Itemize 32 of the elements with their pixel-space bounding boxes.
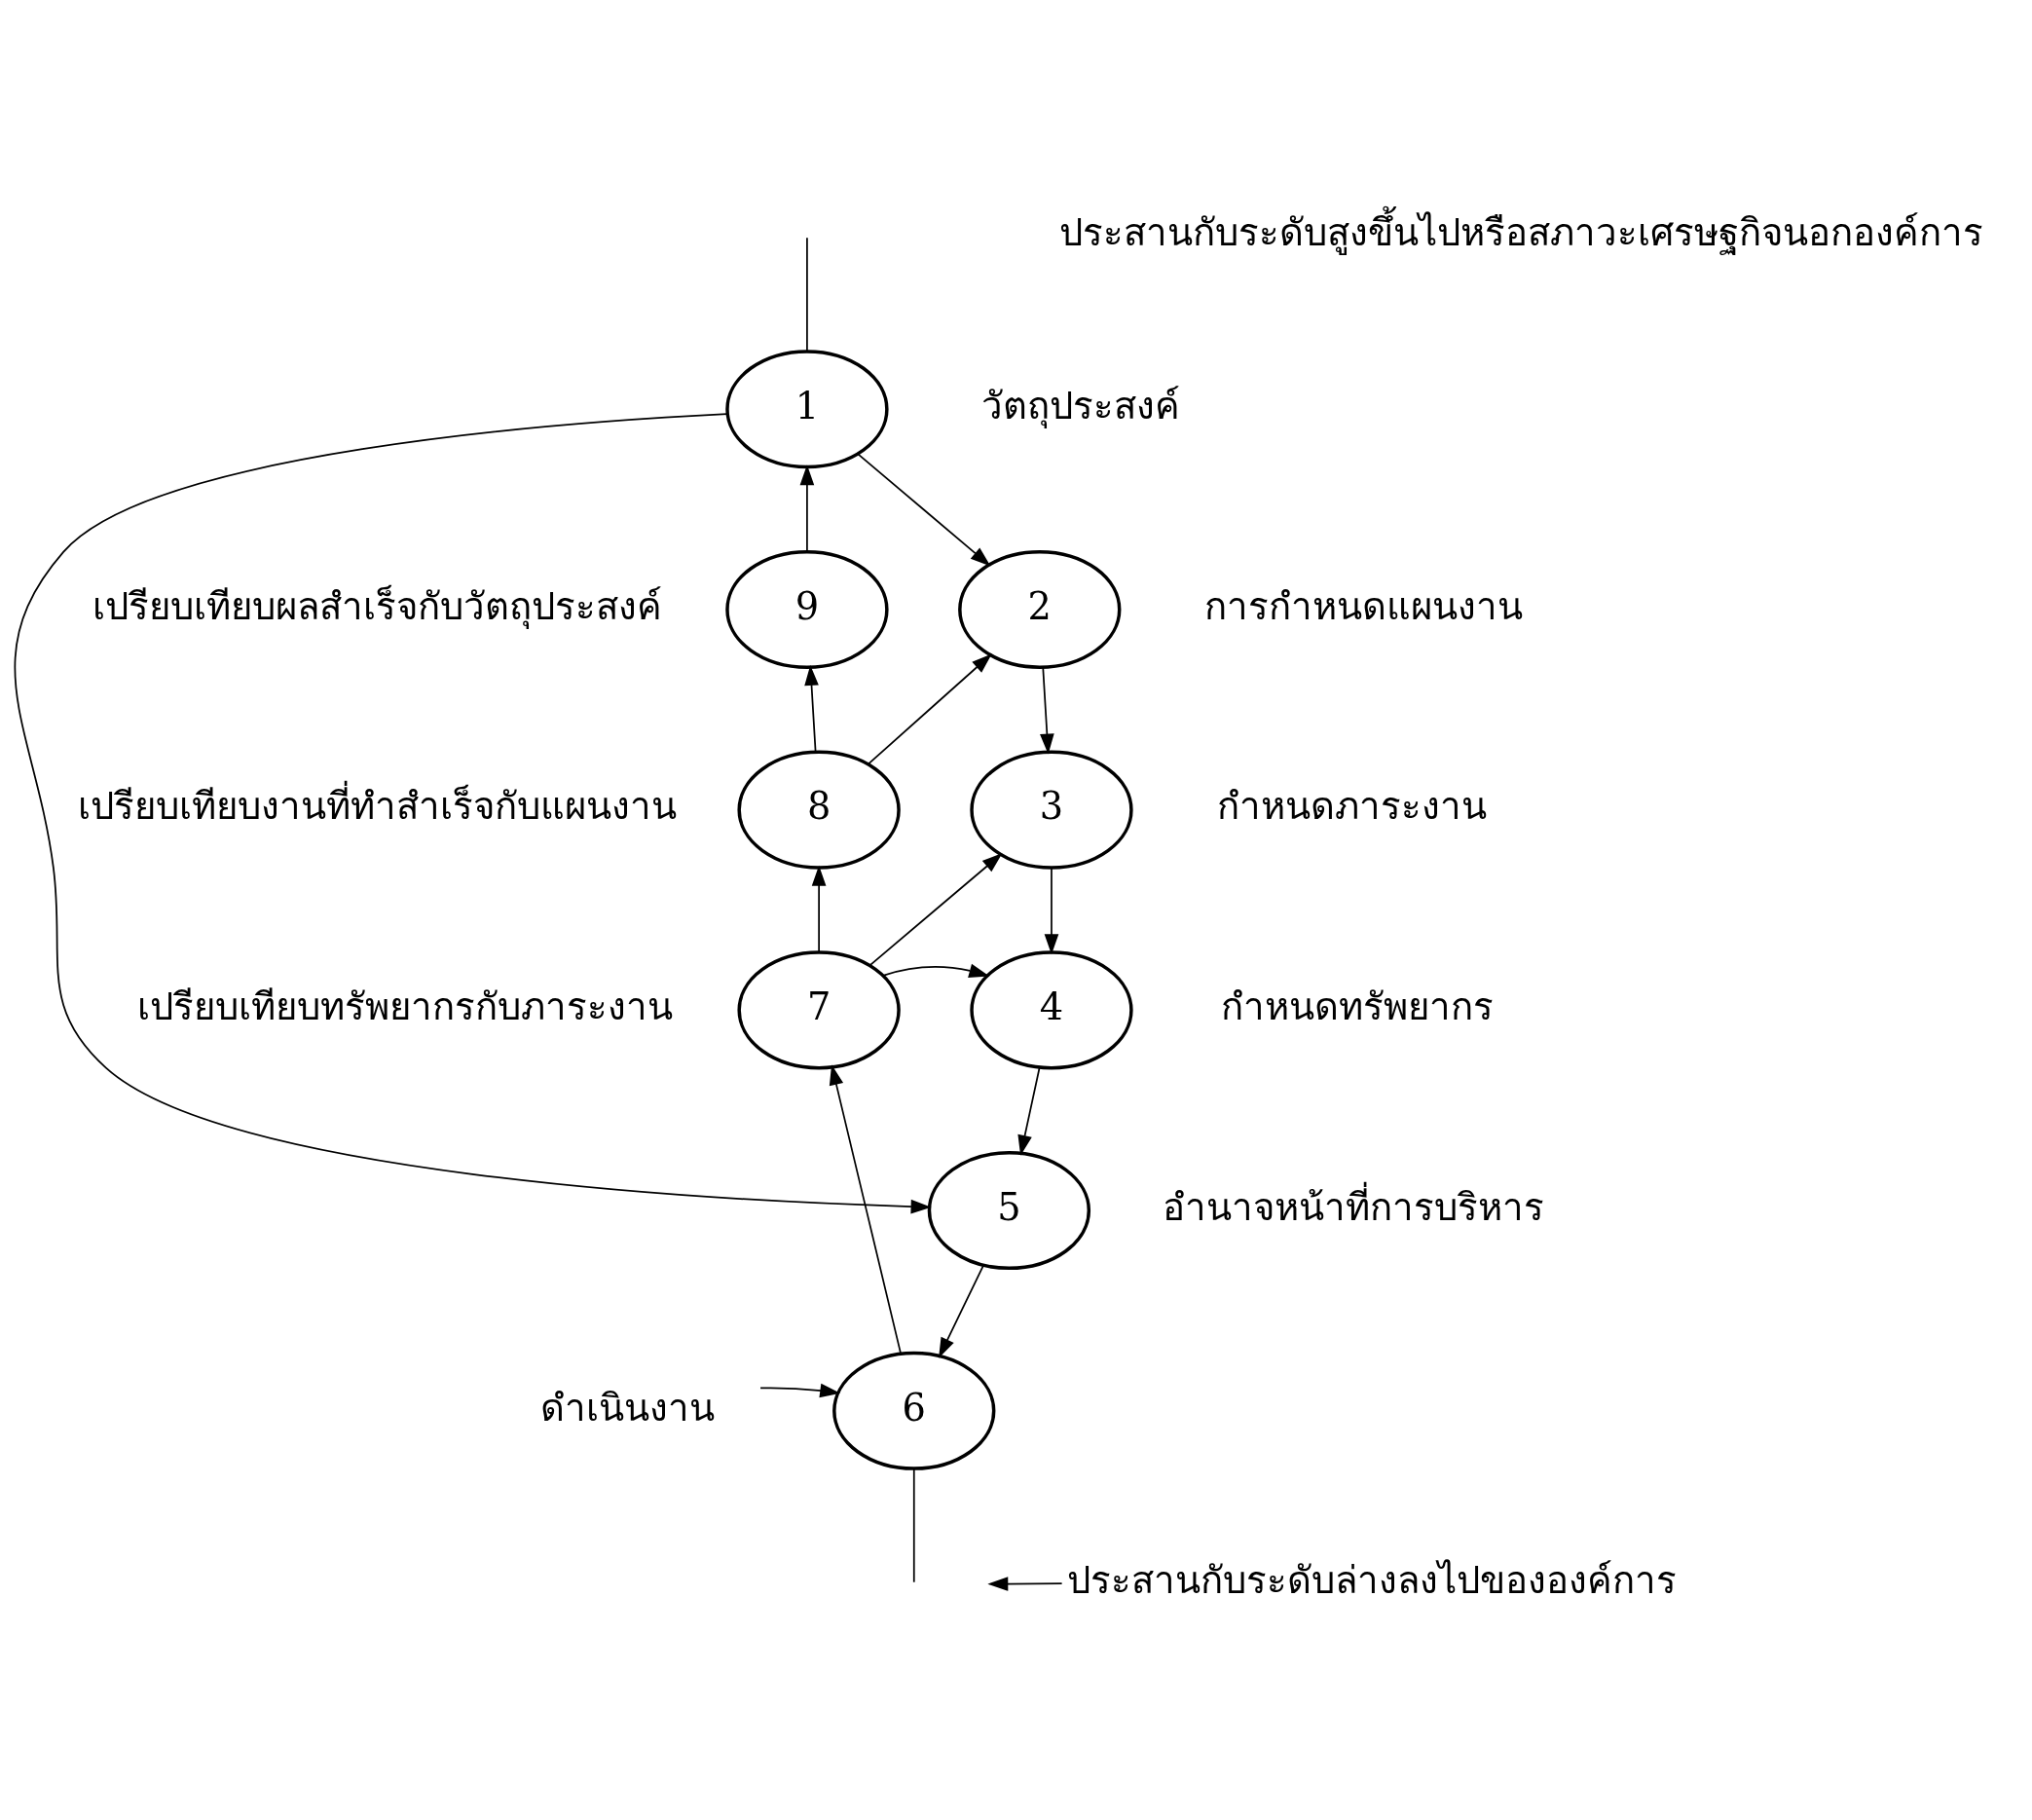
node-text: ประสานกับระดับล่างลงไปขององค์การ: [1067, 1558, 1678, 1603]
arrow: [857, 453, 991, 567]
arrow: [987, 1577, 1063, 1591]
node-ellipse: 1: [725, 350, 889, 469]
node-ellipse: 5: [927, 1151, 1091, 1271]
node-ellipse: 9: [725, 549, 889, 669]
connector: [912, 1467, 915, 1583]
arrow: [14, 413, 932, 1214]
node-label: วัตถุประสงค์: [980, 383, 1180, 427]
arrow: [939, 1264, 984, 1358]
node-label: เปรียบเทียบทรัพยากรกับภาระงาน: [136, 984, 673, 1029]
arrow: [759, 1383, 841, 1398]
node-ellipse: 8: [737, 750, 901, 870]
arrow: [1044, 867, 1059, 955]
connector: [806, 237, 808, 353]
arrow: [867, 653, 992, 765]
arrow: [1017, 1066, 1041, 1156]
arrow: [882, 963, 990, 978]
node-ellipse: 6: [832, 1351, 996, 1470]
arrow: [868, 853, 1003, 967]
node-ellipse: 3: [970, 750, 1133, 870]
node-text: ดำเนินงาน: [539, 1385, 715, 1430]
arrow: [804, 665, 819, 753]
arrow: [1040, 666, 1054, 755]
node-label: กำหนดทรัพยากร: [1220, 984, 1494, 1029]
node-label: เปรียบเทียบผลสำเร็จกับวัตถุประสงค์: [92, 583, 663, 628]
arrow: [829, 1064, 902, 1356]
node-label: การกำหนดแผนงาน: [1204, 583, 1524, 628]
node-label: กำหนดภาระงาน: [1217, 784, 1488, 829]
arrow: [799, 464, 815, 553]
node-ellipse: 7: [737, 950, 901, 1070]
arrow: [811, 865, 827, 953]
